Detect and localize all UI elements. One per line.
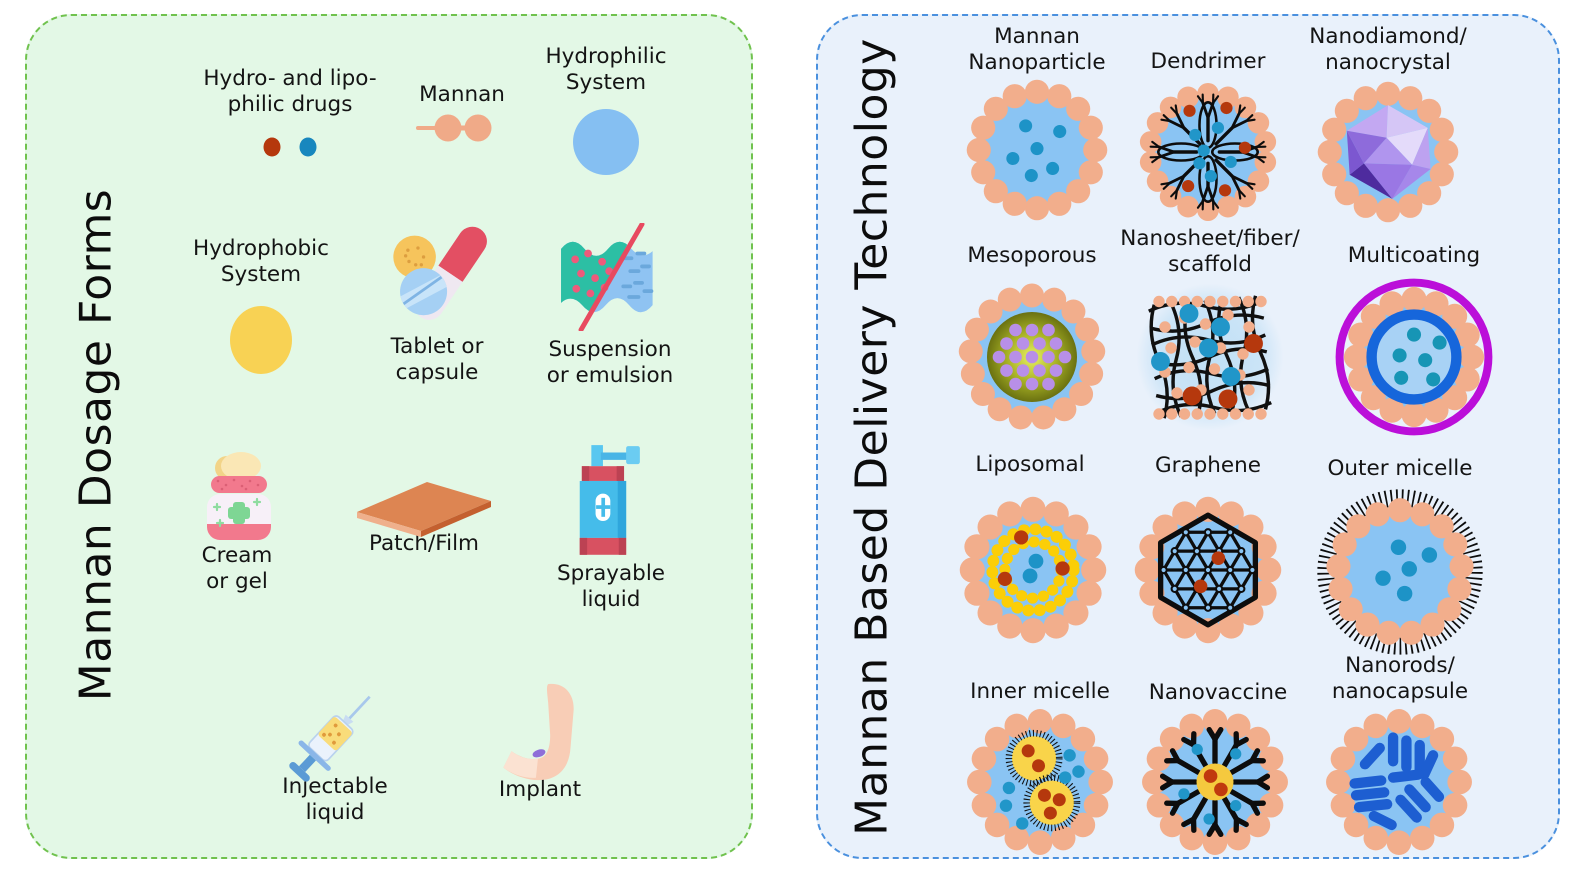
label-graphene: Graphene — [1154, 453, 1262, 478]
hydrophobic-system-icon — [230, 306, 292, 374]
label-mannan: Mannan — [419, 82, 505, 107]
cream-jar-icon — [207, 452, 271, 540]
hydro-lipo-drugs-icon — [263, 137, 317, 157]
label-mannan-nanoparticle: Mannan Nanoparticle — [968, 24, 1106, 76]
right-panel-title: Mannan Based Delivery Technology — [846, 38, 898, 836]
inner-micelle-icon — [967, 709, 1113, 855]
graphene-icon — [1134, 496, 1282, 644]
patch-film-icon — [357, 482, 491, 537]
label-outer-micelle: Outer micelle — [1327, 456, 1473, 481]
label-hydro-lipo-drugs: Hydro- and lipo- philic drugs — [203, 66, 377, 118]
label-implant: Implant — [498, 777, 582, 802]
label-nanovaccine: Nanovaccine — [1148, 680, 1288, 705]
outer-micelle-icon — [1317, 489, 1483, 655]
label-cream-gel: Cream or gel — [201, 543, 273, 595]
suspension-emulsion-icon — [561, 223, 654, 331]
spray-bottle-icon — [579, 445, 640, 555]
label-hydrophobic: Hydrophobic System — [193, 236, 329, 288]
label-hydrophilic: Hydrophilic System — [545, 44, 667, 96]
label-mesoporous: Mesoporous — [967, 243, 1097, 268]
label-injectable: Injectable liquid — [282, 774, 388, 826]
mannan-chain-icon — [416, 114, 492, 142]
label-inner-micelle: Inner micelle — [970, 679, 1110, 704]
tablet-capsule-icon — [393, 226, 487, 320]
nanovaccine-icon — [1142, 709, 1288, 855]
nanosheet-icon — [1136, 283, 1284, 431]
dendrimer-icon — [1139, 82, 1277, 222]
hydrophilic-system-icon — [573, 109, 639, 175]
label-tablet-capsule: Tablet or capsule — [390, 334, 484, 386]
nanorods-icon — [1326, 709, 1472, 855]
mesoporous-icon — [958, 283, 1106, 430]
multicoating-icon — [1335, 278, 1493, 436]
label-dendrimer: Dendrimer — [1150, 49, 1266, 74]
label-liposomal: Liposomal — [975, 452, 1085, 477]
nanodiamond-icon — [1317, 81, 1459, 223]
left-panel-title: Mannan Dosage Forms — [70, 188, 122, 702]
label-suspension: Suspension or emulsion — [546, 337, 674, 389]
syringe-icon — [289, 695, 371, 782]
arm-implant-icon — [503, 683, 574, 781]
label-nanorods: Nanorods/ nanocapsule — [1331, 653, 1469, 705]
label-sprayable: Sprayable liquid — [556, 561, 666, 613]
label-nanodiamond: Nanodiamond/ nanocrystal — [1309, 24, 1467, 76]
label-multicoating: Multicoating — [1347, 243, 1481, 268]
liposomal-icon — [959, 496, 1107, 644]
mannan-nanoparticle-icon — [966, 79, 1108, 221]
label-nanosheet: Nanosheet/fiber/ scaffold — [1120, 226, 1300, 278]
